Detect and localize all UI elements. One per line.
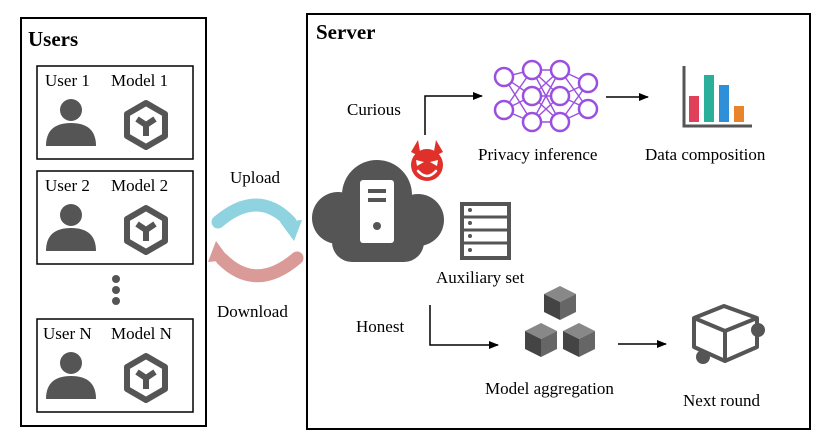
user-card: User 2 Model 2: [36, 170, 194, 265]
cloud-server-icon: [312, 160, 444, 262]
next-round-cube-icon: [692, 304, 765, 364]
database-icon: [460, 202, 511, 260]
bar-chart-icon: [682, 66, 752, 128]
model-label: Model 2: [111, 176, 168, 195]
model-cube-icon: [124, 205, 168, 255]
next-round-label: Next round: [683, 391, 760, 410]
person-icon: [46, 204, 96, 251]
upload-label: Upload: [230, 168, 281, 187]
privacy-inference-label: Privacy inference: [478, 145, 597, 164]
user-label: User N: [43, 324, 92, 343]
honest-label: Honest: [356, 317, 404, 336]
download-label: Download: [217, 302, 288, 321]
transfer-arrows: Upload Download: [208, 168, 304, 321]
user-card: User 1 Model 1: [36, 65, 194, 160]
users-panel: Users User 1 Model 1 User 2 Model 2: [20, 17, 207, 427]
user-card: User N Model N: [36, 318, 194, 413]
ellipsis-icon: [112, 275, 120, 305]
server-panel: Server Curious: [306, 13, 811, 430]
neural-network-icon: [493, 59, 599, 133]
person-icon: [46, 352, 96, 399]
download-arrow-icon: [208, 241, 304, 283]
user-label: User 1: [45, 71, 90, 90]
data-composition-label: Data composition: [645, 145, 766, 164]
honest-arrow: [429, 305, 499, 349]
curious-label: Curious: [347, 100, 401, 119]
devil-icon: [411, 140, 443, 181]
server-title: Server: [316, 20, 375, 44]
auxiliary-set-label: Auxiliary set: [436, 268, 525, 287]
model-cube-icon: [124, 100, 168, 150]
model-aggregation-icon: [525, 286, 595, 357]
upload-arrow-icon: [211, 198, 302, 241]
user-label: User 2: [45, 176, 90, 195]
curious-arrow: [424, 92, 483, 135]
users-title: Users: [28, 27, 78, 51]
model-label: Model 1: [111, 71, 168, 90]
person-icon: [46, 99, 96, 146]
model-aggregation-label: Model aggregation: [485, 379, 614, 398]
model-cube-icon: [124, 353, 168, 403]
model-label: Model N: [111, 324, 172, 343]
